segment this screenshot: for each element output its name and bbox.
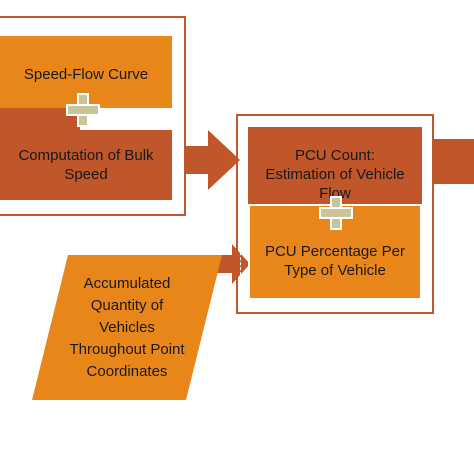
bulk-speed-box-top [0, 108, 80, 130]
pcu-group-dashed-frame [240, 118, 430, 310]
accumulated-quantity-label: Accumulated Quantity of Vehicles Through… [69, 275, 185, 380]
plus-icon [66, 93, 100, 127]
accumulated-parallelogram [32, 255, 222, 400]
computation-of-bulk-speed-box: Computation of Bulk Speed [0, 130, 172, 200]
plus-icon [319, 196, 353, 230]
arrow-out-right [433, 139, 474, 184]
pcu-group-frame [236, 114, 434, 314]
accumulated-quantity-box: Accumulated Quantity of Vehicles Through… [62, 262, 192, 394]
pcu-percentage-label: PCU Percentage Per Type of Vehicle [264, 243, 406, 279]
pcu-count-label: PCU Count: Estimation of Vehicle Flow [265, 146, 405, 202]
left-group-dashed-frame [0, 22, 180, 212]
left-group-frame [0, 16, 186, 216]
computation-of-bulk-speed-label: Computation of Bulk Speed [18, 147, 154, 183]
arrow-to-pcu-count [186, 130, 240, 190]
speed-flow-curve-label: Speed-Flow Curve [23, 65, 149, 83]
